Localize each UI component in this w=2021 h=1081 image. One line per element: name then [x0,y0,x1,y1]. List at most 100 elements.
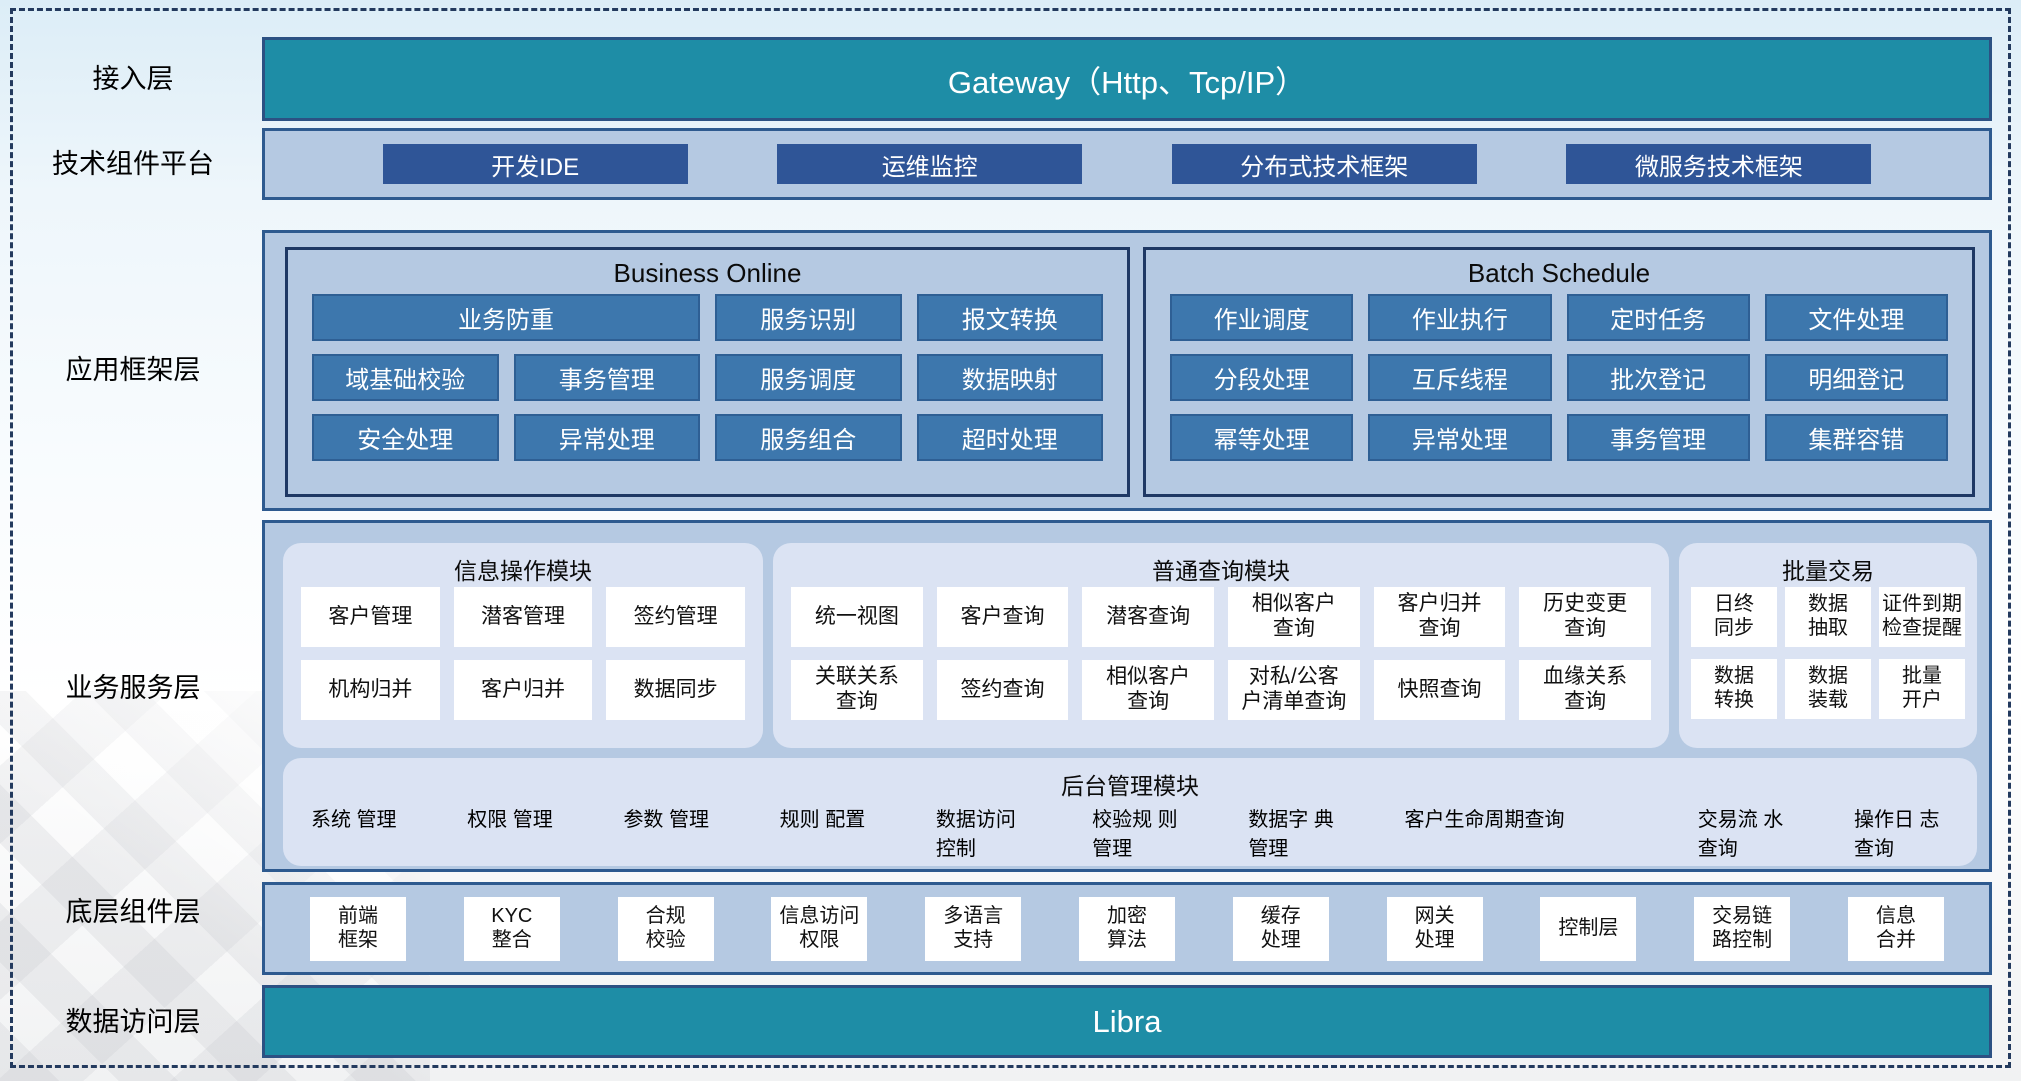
service-button: 关联关系 查询 [791,660,923,720]
service-button: 证件到期 检查提醒 [1879,587,1965,647]
service-button: 批量 开户 [1879,659,1965,719]
service-button: 客户归并 查询 [1373,587,1506,647]
business-online-title: Business Online [613,258,802,288]
layer-label-tech-platform: 技术组件平台 [52,149,214,179]
backend-button: 操作日 志查询 [1853,809,1940,860]
service-button: 数据同步 [606,660,745,720]
service-button: 数据 装载 [1785,659,1871,719]
framework-button: 超时处理 [916,414,1103,461]
service-button: 签约查询 [936,660,1069,720]
service-button: 机构归并 [301,660,440,720]
service-button: 客户管理 [301,587,440,647]
backend-button: 数据字 典管理 [1248,809,1334,860]
framework-button: 事务管理 [1566,414,1750,461]
tech-platform-button: 分布式技术框架 [1171,144,1477,184]
component-button: 前端 框架 [310,896,406,961]
framework-button: 批次登记 [1566,354,1750,401]
batch-trade-panel: 批量交易 日终 同步数据 抽取证件到期 检查提醒数据 转换数据 装载批量 开户 [1679,543,1977,748]
service-button: 统一视图 [791,587,923,647]
backend-mgmt-title: 后台管理模块 [1061,773,1199,799]
tech-platform-button: 微服务技术框架 [1566,144,1872,184]
business-online-grid: 业务防重服务识别报文转换域基础校验事务管理服务调度数据映射安全处理异常处理服务组… [312,294,1103,461]
component-button: 信息 合并 [1847,896,1944,961]
batch-trade-title: 批量交易 [1782,558,1874,584]
backend-mgmt-row: 系统 管理 权限 管理 参数 管理 规则 配置 数据访问 控制 校验规 则管理 数据字 典管… [283,800,1977,865]
backend-button: 系统 管理 [311,809,397,831]
framework-button: 事务管理 [513,354,700,401]
service-button: 历史变更 查询 [1519,587,1651,647]
framework-button: 幂等处理 [1170,414,1354,461]
component-button: 交易链 路控制 [1694,896,1791,961]
business-online-box: Business Online 业务防重服务识别报文转换域基础校验事务管理服务调… [285,247,1130,497]
framework-button: 数据映射 [916,354,1103,401]
libra-bar: Libra [262,985,1992,1058]
batch-schedule-box: Batch Schedule 作业调度作业执行定时任务文件处理分段处理互斥线程批… [1143,247,1975,497]
framework-button: 服务调度 [715,354,902,401]
backend-button: 参数 管理 [623,809,709,831]
batch-schedule-title: Batch Schedule [1467,258,1651,288]
layer-label-data-access: 数据访问层 [65,1007,201,1037]
component-button: 多语言 支持 [925,896,1022,961]
app-framework-box: Business Online 业务防重服务识别报文转换域基础校验事务管理服务调… [262,230,1992,511]
layer-label-business-service: 业务服务层 [65,673,201,703]
gateway-bar: Gateway（Http、Tcp/IP） [262,37,1992,121]
layer-label-access: 接入层 [92,64,174,94]
info-ops-panel: 信息操作模块 客户管理潜客管理签约管理机构归并客户归并数据同步 [283,543,763,748]
common-query-title: 普通查询模块 [1152,558,1290,584]
backend-button: 客户生命周期查询 [1404,809,1565,831]
layer-label-app-framework: 应用框架层 [65,355,201,385]
component-button: 加密 算法 [1078,896,1175,961]
service-button: 签约管理 [606,587,745,647]
backend-button: 交易流 水查询 [1697,809,1784,860]
framework-button: 文件处理 [1764,294,1948,341]
info-ops-grid: 客户管理潜客管理签约管理机构归并客户归并数据同步 [283,585,763,720]
framework-button: 服务识别 [715,294,902,341]
layer-label-bottom-components: 底层组件层 [65,897,201,927]
framework-button: 业务防重 [312,294,700,341]
service-button: 相似客户 查询 [1228,587,1360,647]
component-button: 信息访问 权限 [771,896,868,961]
tech-platform-bar: 开发IDE 运维监控 分布式技术框架 微服务技术框架 [262,128,1992,200]
batch-trade-grid: 日终 同步数据 抽取证件到期 检查提醒数据 转换数据 装载批量 开户 [1679,585,1977,719]
service-button: 数据 转换 [1691,659,1777,719]
service-button: 日终 同步 [1691,587,1777,647]
service-button: 快照查询 [1373,660,1506,720]
service-button: 客户归并 [453,660,593,720]
framework-button: 作业执行 [1368,294,1552,341]
info-ops-title: 信息操作模块 [454,558,592,584]
framework-button: 服务组合 [715,414,902,461]
framework-button: 明细登记 [1764,354,1948,401]
service-button: 血缘关系 查询 [1519,660,1651,720]
framework-button: 作业调度 [1170,294,1354,341]
framework-button: 报文转换 [916,294,1103,341]
component-button: 控制层 [1540,896,1637,961]
business-service-box: 信息操作模块 客户管理潜客管理签约管理机构归并客户归并数据同步 普通查询模块 统… [262,520,1992,872]
libra-label: Libra [1092,1003,1162,1039]
component-button: KYC 整合 [463,896,560,961]
component-button: 缓存 处理 [1232,896,1329,961]
tech-platform-button: 运维监控 [777,144,1083,184]
service-button: 数据 抽取 [1785,587,1871,647]
service-button: 对私/公客 户清单查询 [1228,660,1360,720]
tech-platform-button: 开发IDE [382,144,688,184]
framework-button: 异常处理 [1368,414,1552,461]
batch-schedule-grid: 作业调度作业执行定时任务文件处理分段处理互斥线程批次登记明细登记幂等处理异常处理… [1170,294,1948,461]
backend-button: 数据访问 控制 [935,809,1016,860]
backend-button: 校验规 则管理 [1092,809,1178,860]
framework-button: 分段处理 [1170,354,1354,401]
framework-button: 集群容错 [1764,414,1948,461]
framework-button: 互斥线程 [1368,354,1552,401]
service-button: 潜客查询 [1082,587,1214,647]
backend-mgmt-panel: 后台管理模块 系统 管理 权限 管理 参数 管理 规则 配置 数据访问 控制 校验规 则管… [283,758,1977,866]
framework-button: 定时任务 [1566,294,1750,341]
backend-button: 规则 配置 [779,809,866,831]
common-query-panel: 普通查询模块 统一视图客户查询潜客查询相似客户 查询客户归并 查询历史变更 查询… [773,543,1669,748]
gateway-label: Gateway（Http、Tcp/IP） [947,64,1307,100]
framework-button: 安全处理 [312,414,499,461]
backend-button: 权限 管理 [467,809,553,831]
framework-button: 域基础校验 [312,354,499,401]
service-button: 客户查询 [936,587,1069,647]
service-button: 潜客管理 [453,587,593,647]
